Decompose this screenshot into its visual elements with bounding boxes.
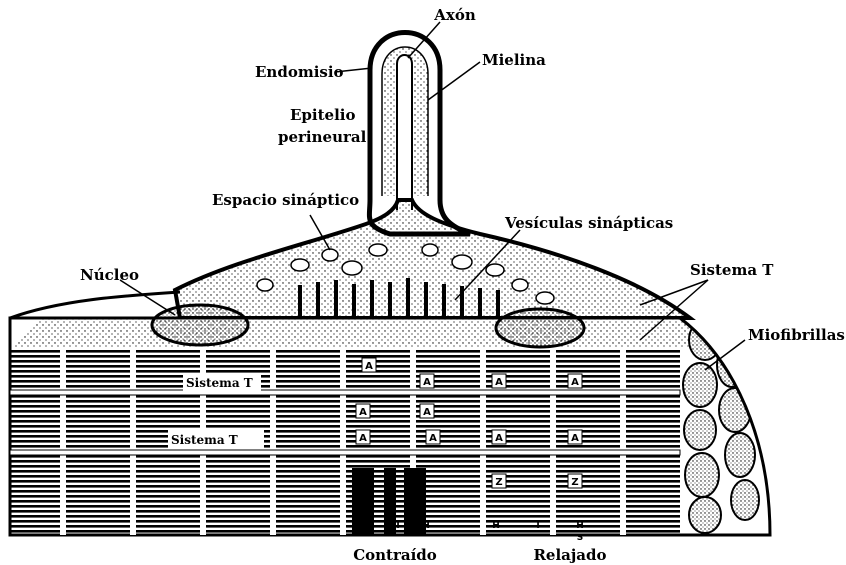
label-nucleus: Núcleo (80, 266, 139, 284)
tick-label: I (396, 521, 399, 531)
band-letter: A (495, 433, 503, 444)
muscle-fiber: A A A A A A A A A A Z Z (10, 305, 770, 535)
band-letter: Z (571, 477, 578, 488)
band-letter: A (571, 433, 579, 444)
band-letter: A (423, 377, 431, 388)
label-t-system-upper: Sistema T (186, 376, 253, 390)
band-letter: A (365, 361, 373, 372)
label-t-system-right: Sistema T (690, 261, 774, 279)
sarcolemma (10, 292, 180, 318)
band-letter: A (571, 377, 579, 388)
nerve-fiber (369, 33, 470, 235)
label-perineural-epithelium-1: Epitelio (290, 106, 356, 124)
tick-label: I (536, 521, 539, 531)
label-synaptic-vesicles: Vesículas sinápticas (504, 214, 673, 232)
tick-label: H (576, 521, 584, 531)
label-endomysium: Endomisio (255, 63, 344, 81)
band-letter: A (359, 407, 367, 418)
contracted-sarcomeres (352, 468, 426, 535)
band-letter: A (359, 433, 367, 444)
axon-core (397, 55, 412, 210)
sarcoplasm-layer (10, 318, 690, 348)
tick-label: H (364, 521, 372, 531)
label-axon: Axón (433, 6, 476, 24)
label-myelin: Mielina (482, 51, 546, 69)
muscle-nucleus (496, 309, 584, 347)
band-letter: A (495, 377, 503, 388)
label-t-system-lower: Sistema T (171, 433, 238, 447)
tick-label: H (422, 521, 430, 531)
band-letter: Z (495, 477, 502, 488)
band-letter: A (423, 407, 431, 418)
label-perineural-epithelium-2: perineural (278, 128, 367, 146)
label-contracted: Contraído (353, 546, 437, 564)
label-synaptic-space: Espacio sináptico (212, 191, 359, 209)
band-letter: A (429, 433, 437, 444)
label-myofibrils: Miofibrillas (748, 326, 845, 344)
tick-label: S (577, 533, 583, 543)
muscle-nucleus (152, 305, 248, 345)
tick-label: H (492, 521, 500, 531)
label-relaxed: Relajado (533, 546, 606, 564)
